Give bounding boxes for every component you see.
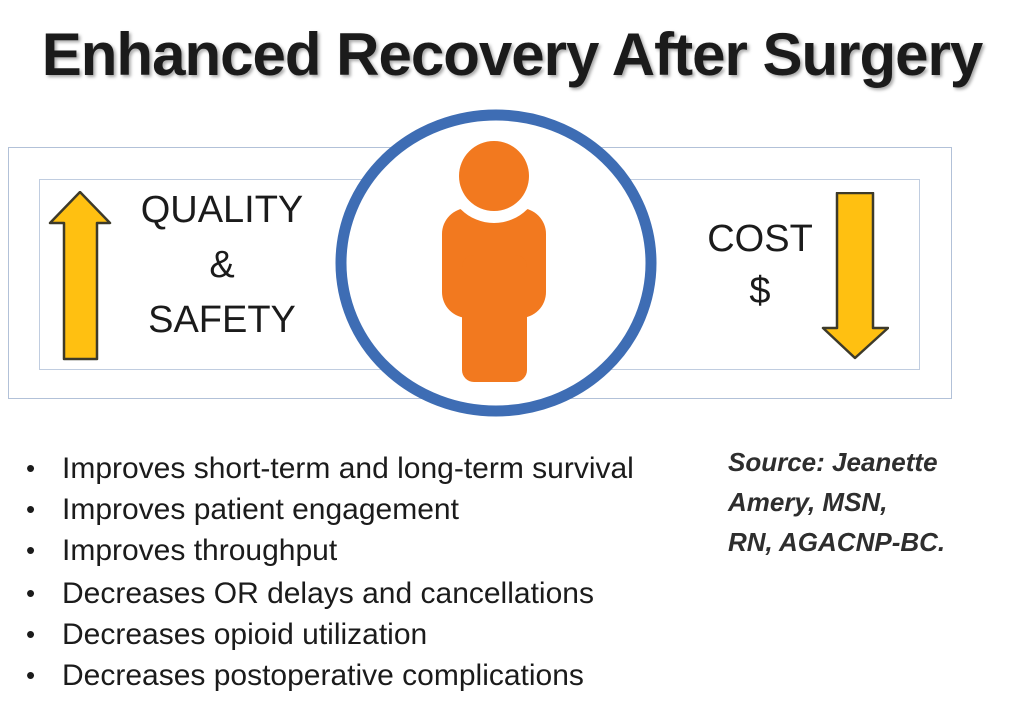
quality-line: QUALITY <box>140 189 304 231</box>
quality-safety-label: QUALITY & SAFETY <box>112 183 332 348</box>
source-attribution: Source: Jeanette Amery, MSN, RN, AGACNP-… <box>728 442 1008 562</box>
cost-label: COST $ <box>700 213 820 317</box>
person-in-circle-icon <box>335 109 657 417</box>
bullet-text: Improves patient engagement <box>62 493 459 526</box>
bullet-item: • Decreases postoperative complications <box>18 655 594 696</box>
bullet-text: Decreases opioid utilization <box>62 618 428 651</box>
ampersand-line: & <box>209 244 235 286</box>
bullet-text: Decreases OR delays and cancellations <box>62 577 594 610</box>
bullet-item: • Improves throughput <box>18 530 634 571</box>
bullet-text: Improves throughput <box>62 534 338 567</box>
bullet-text: Improves short-term and long-term surviv… <box>62 452 634 485</box>
bullet-item: • Decreases OR delays and cancellations <box>18 573 594 614</box>
bullet-dot-icon: • <box>26 453 36 483</box>
bullet-dot-icon: • <box>26 494 36 524</box>
bullet-text: Decreases postoperative complications <box>62 659 584 692</box>
bullet-list-improves: • Improves short-term and long-term surv… <box>18 448 634 571</box>
bullet-item: • Improves short-term and long-term surv… <box>18 448 634 489</box>
bullet-dot-icon: • <box>26 578 36 608</box>
source-line: RN, AGACNP-BC. <box>728 527 946 557</box>
down-arrow-icon <box>821 192 889 360</box>
dollar-sign: $ <box>749 270 771 312</box>
bullet-list-decreases: • Decreases OR delays and cancellations … <box>18 573 594 696</box>
safety-line: SAFETY <box>148 299 296 341</box>
source-line: Amery, MSN, <box>728 487 888 517</box>
cost-line: COST <box>707 218 813 260</box>
bullet-dot-icon: • <box>26 660 36 690</box>
bullet-dot-icon: • <box>26 619 36 649</box>
slide-title: Enhanced Recovery After Surgery <box>41 21 983 88</box>
bullet-item: • Improves patient engagement <box>18 489 634 530</box>
bullet-item: • Decreases opioid utilization <box>18 614 594 655</box>
up-arrow-icon <box>48 191 112 361</box>
source-line: Source: Jeanette <box>728 447 938 477</box>
bullet-dot-icon: • <box>26 535 36 565</box>
